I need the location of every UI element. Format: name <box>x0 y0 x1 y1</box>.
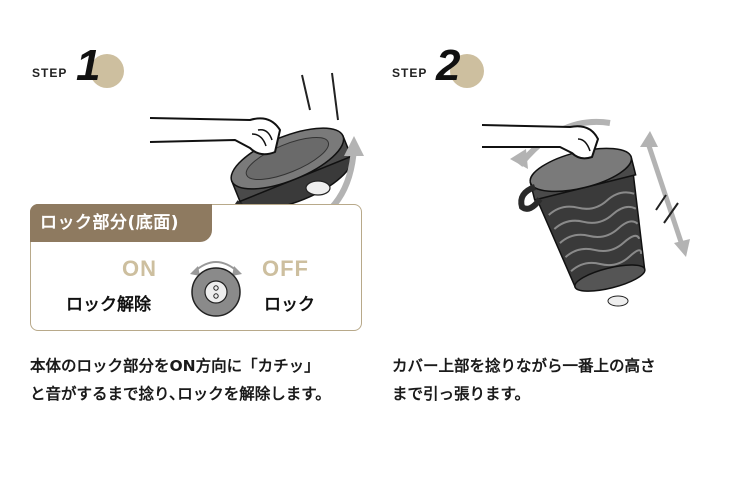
step-2-description: カバー上部を捻りながら一番上の高さ まで引っ張ります。 <box>392 352 656 408</box>
on-label: ON <box>122 256 157 282</box>
lock-section-title: ロック部分(底面) <box>30 204 212 242</box>
lock-label: ロック <box>264 290 315 315</box>
step-2-illustration <box>480 95 700 310</box>
unlock-label: ロック解除 <box>66 290 151 315</box>
step-1-description: 本体のロック部分をON方向に「カチッ」 と音がするまで捻り､ロックを解除します。 <box>30 352 331 408</box>
step-1-label: STEP <box>32 66 67 80</box>
off-label: OFF <box>262 256 309 282</box>
step-2-description-line-1: カバー上部を捻りながら一番上の高さ <box>392 352 656 380</box>
step-2-description-line-2: まで引っ張ります。 <box>392 380 656 408</box>
step-1-description-line-1: 本体のロック部分をON方向に「カチッ」 <box>30 352 331 380</box>
step-1-number: 1 <box>76 44 100 88</box>
step-2-label: STEP <box>392 66 427 80</box>
lock-dial-icon <box>180 250 252 322</box>
step-2-number: 2 <box>436 44 460 88</box>
step-1-description-line-2: と音がするまで捻り､ロックを解除します。 <box>30 380 331 408</box>
